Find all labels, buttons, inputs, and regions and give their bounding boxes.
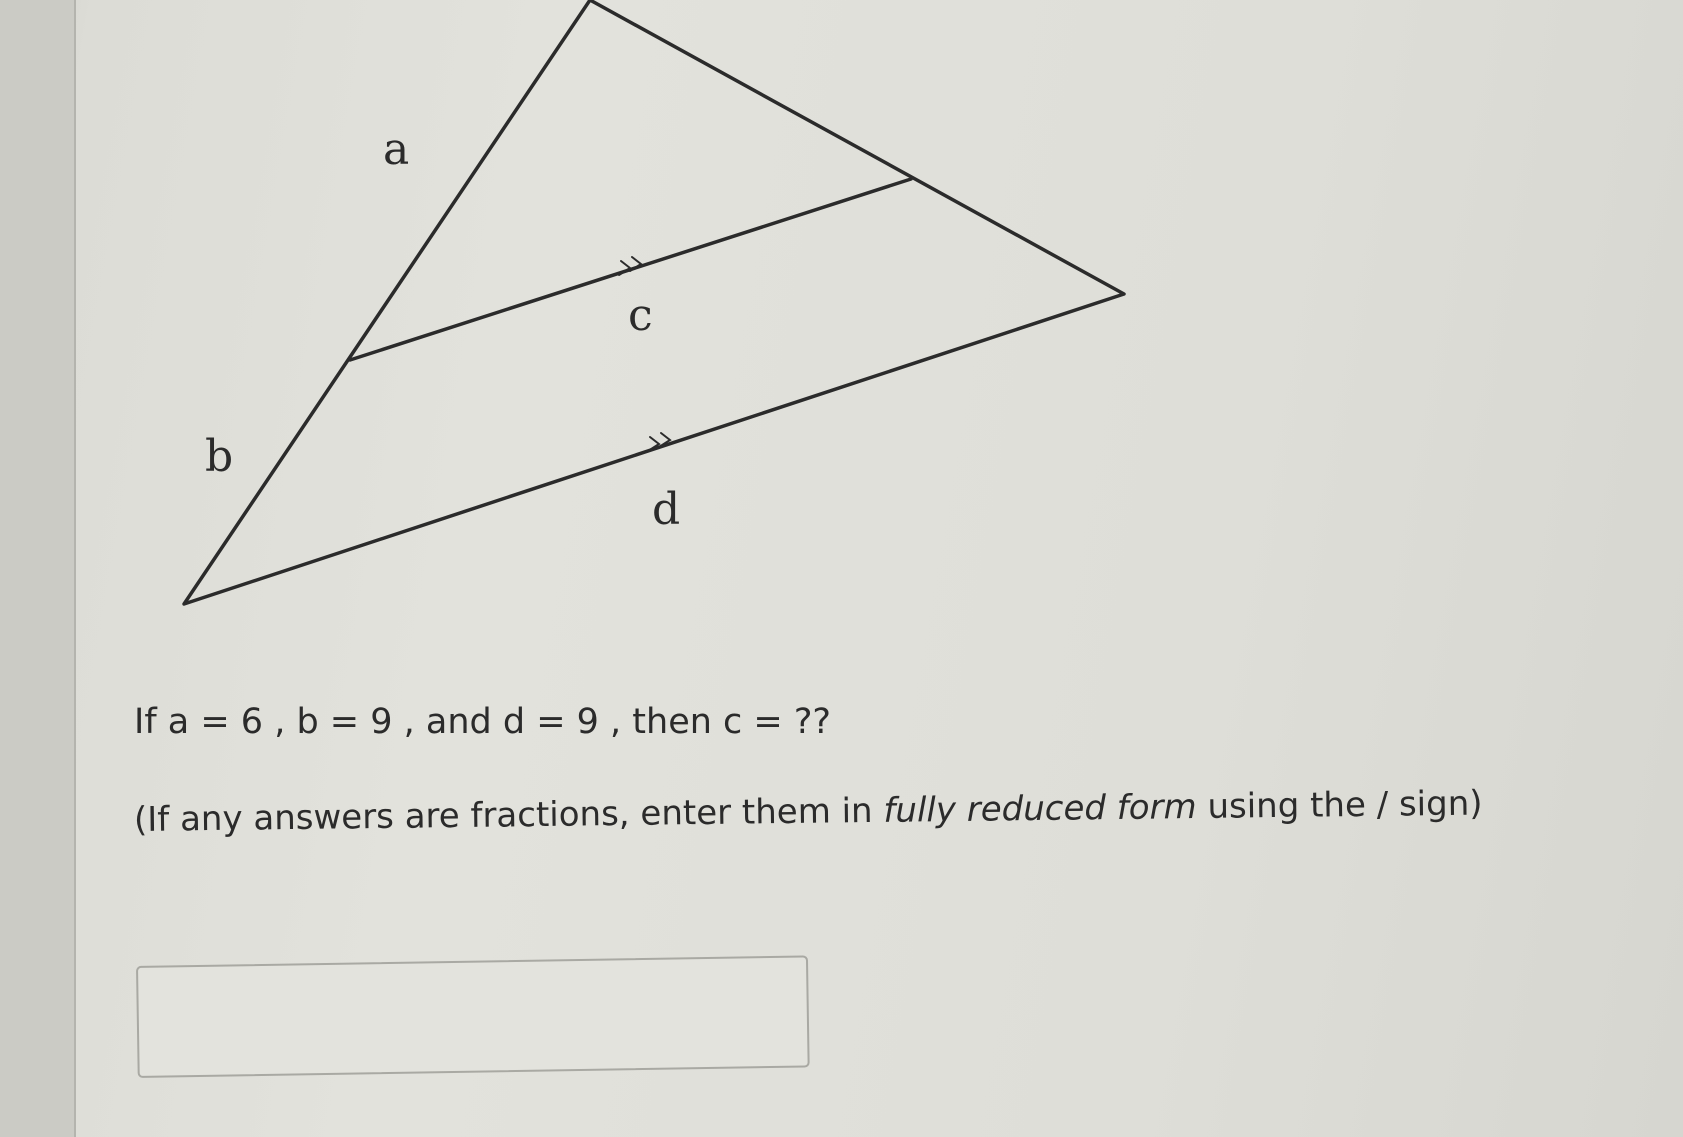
label-b: b [205, 431, 233, 482]
question-prefix: If a = 6 , b = 9 , and d = 9 , then c = … [134, 702, 832, 742]
triangle-diagram: a b c d [182, 0, 1126, 606]
label-a: a [383, 124, 409, 175]
answer-input[interactable] [136, 955, 810, 1078]
instruction-after: using the / sign) [1196, 783, 1483, 828]
page-left-border [0, 0, 76, 1137]
parallel-marks-c [618, 256, 643, 276]
question-text: If a = 6 , b = 9 , and d = 9 , then c = … [134, 702, 831, 742]
outer-triangle [182, 0, 1126, 606]
parallel-marks-d [647, 432, 672, 452]
label-d: d [652, 484, 680, 535]
instruction-text: (If any answers are fractions, enter the… [134, 784, 1483, 840]
label-c: c [628, 290, 653, 341]
instruction-before: (If any answers are fractions, enter the… [133, 790, 884, 840]
instruction-emphasis: fully reduced form [883, 787, 1197, 831]
